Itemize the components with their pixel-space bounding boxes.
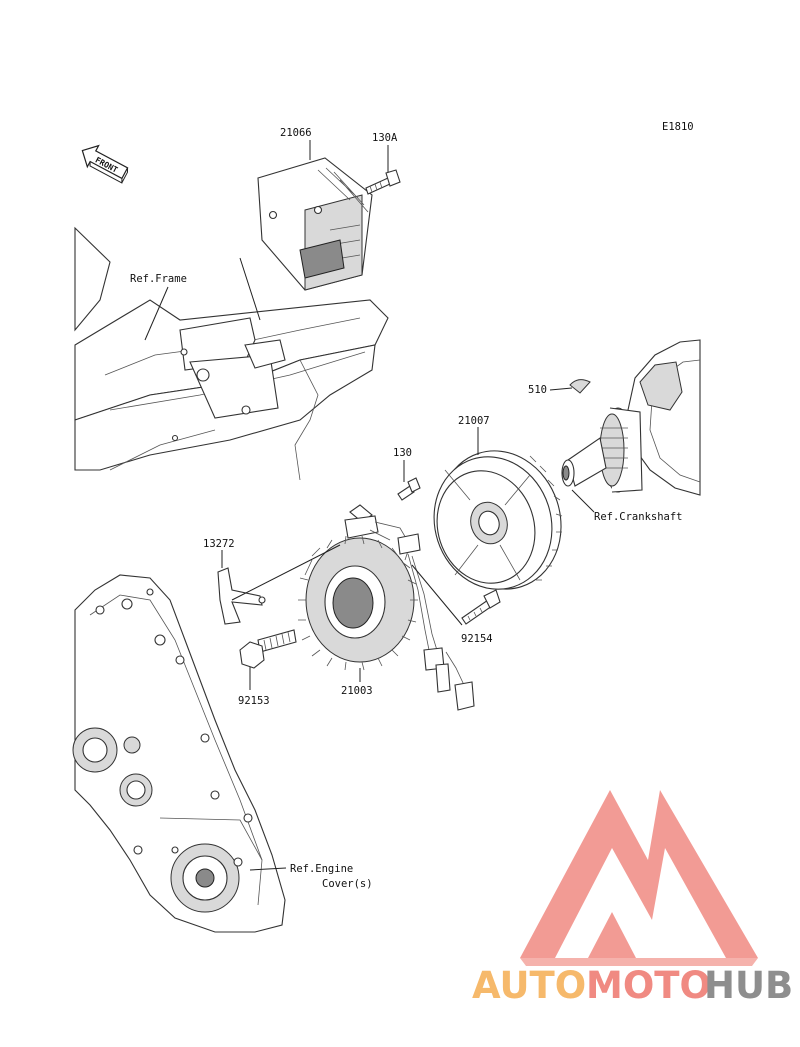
label-21003: 21003 bbox=[341, 685, 373, 697]
automotohub-logo-icon bbox=[520, 790, 758, 966]
label-510: 510 bbox=[528, 384, 547, 396]
frame-illustration bbox=[74, 226, 389, 481]
flange-bolt-92153 bbox=[239, 629, 297, 669]
ref-frame-label: Ref.Frame bbox=[130, 273, 187, 285]
ref-crankshaft-label: Ref.Crankshaft bbox=[594, 511, 683, 523]
label-92153: 92153 bbox=[238, 695, 270, 707]
stator-21003 bbox=[298, 504, 475, 711]
regulator-rectifier-21066 bbox=[257, 157, 373, 291]
ref-engine-label: Ref.Engine bbox=[290, 863, 353, 875]
label-130a: 130A bbox=[372, 132, 398, 144]
ref-engine-cover-label: Cover(s) bbox=[322, 878, 373, 890]
lead-holder-13272 bbox=[217, 567, 266, 625]
engine-cover-illustration bbox=[72, 574, 286, 933]
bolt-130 bbox=[397, 477, 421, 501]
watermark-auto: AUTO bbox=[472, 964, 586, 1007]
label-21066: 21066 bbox=[280, 127, 312, 139]
bolt-130a bbox=[365, 169, 401, 195]
leader-lines bbox=[144, 140, 595, 871]
crankshaft-illustration bbox=[561, 339, 701, 496]
watermark-wordmark: AUTO MOTO HUB bbox=[472, 964, 793, 1007]
front-arrow-icon: FRONT bbox=[81, 144, 129, 184]
watermark-moto: MOTO bbox=[586, 964, 711, 1007]
label-13272: 13272 bbox=[203, 538, 235, 550]
label-130: 130 bbox=[393, 447, 412, 459]
watermark-hub: HUB bbox=[704, 964, 793, 1007]
label-21007: 21007 bbox=[458, 415, 490, 427]
flywheel-rotor-21007 bbox=[433, 450, 563, 590]
woodruff-key-icon bbox=[569, 379, 591, 394]
bolt-92154 bbox=[461, 589, 501, 625]
diagram-code: E1810 bbox=[662, 121, 694, 133]
label-92154: 92154 bbox=[461, 633, 493, 645]
